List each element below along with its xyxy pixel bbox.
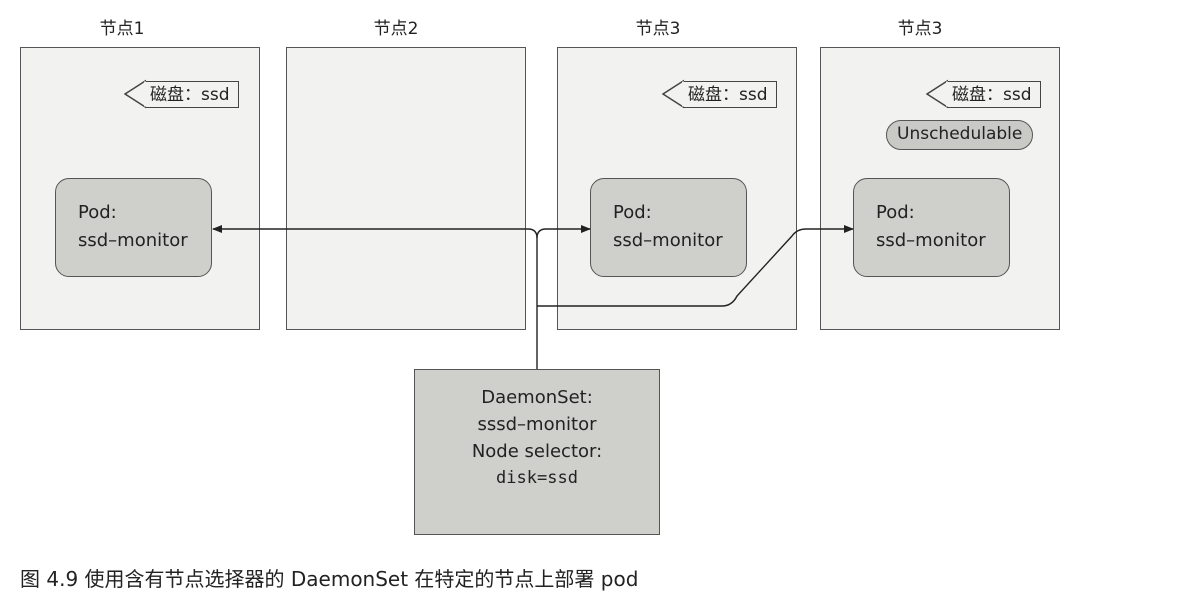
node-4-disk-label-text: 磁盘：ssd [948, 80, 1041, 108]
pod-name: ssd–monitor [876, 230, 986, 251]
trunk-line [212, 225, 538, 370]
label-tag-point-icon [926, 79, 948, 109]
node-selector-value: disk=ssd [496, 468, 578, 488]
daemonset-box: DaemonSet: sssd–monitor Node selector: d… [414, 369, 660, 535]
branch-to-node-3 [536, 225, 591, 239]
node-2-box [286, 47, 526, 330]
label-tag-point-icon [124, 79, 146, 109]
node-1-disk-label: 磁盘：ssd [124, 79, 239, 109]
pod-name: ssd–monitor [78, 230, 188, 251]
pod-kind-label: Pod: [78, 202, 117, 223]
branch-to-node-4 [537, 225, 854, 307]
pod-kind-label: Pod: [613, 202, 652, 223]
daemonset-kind-label: DaemonSet: [481, 387, 593, 408]
pod-kind-label: Pod: [876, 202, 915, 223]
node-1-title: 节点1 [99, 19, 145, 39]
node-3-disk-label-text: 磁盘：ssd [684, 80, 777, 108]
node-3-disk-label: 磁盘：ssd [662, 79, 777, 109]
node-3-title: 节点3 [635, 19, 681, 39]
node-3-pod: Pod: ssd–monitor [590, 178, 747, 277]
node-4-disk-label: 磁盘：ssd [926, 79, 1041, 109]
node-1-pod: Pod: ssd–monitor [55, 178, 212, 277]
unschedulable-badge: Unschedulable [886, 120, 1034, 150]
node-selector-label: Node selector: [471, 441, 603, 462]
node-1-disk-label-text: 磁盘：ssd [146, 80, 239, 108]
pod-name: ssd–monitor [613, 230, 723, 251]
daemonset-name: sssd–monitor [477, 414, 597, 435]
figure-caption: 图 4.9 使用含有节点选择器的 DaemonSet 在特定的节点上部署 pod [20, 567, 639, 591]
label-tag-point-icon [662, 79, 684, 109]
node-4-title: 节点3 [897, 19, 943, 39]
node-2-title: 节点2 [373, 19, 419, 39]
